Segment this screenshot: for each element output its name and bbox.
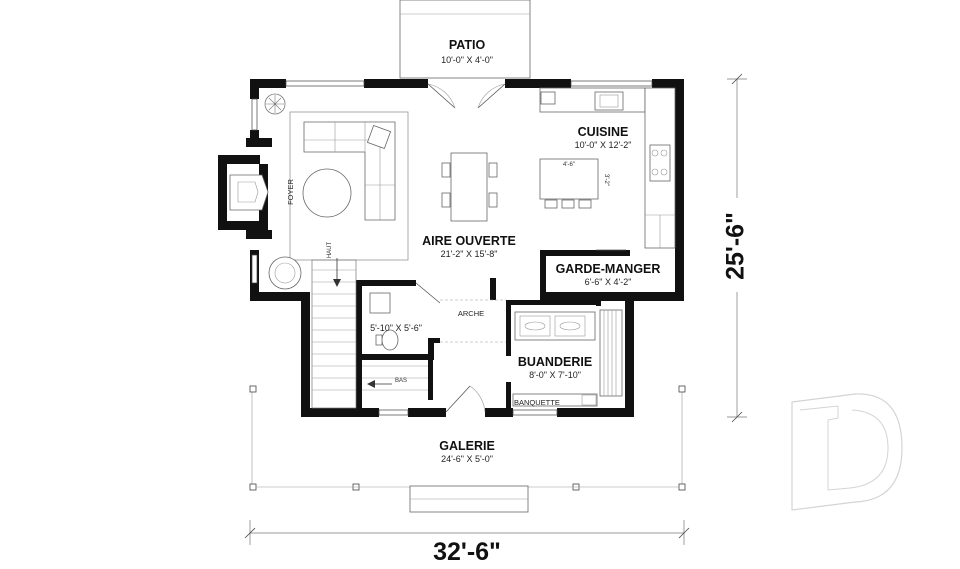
room-dims-bathroom: 5'-10" X 5'-6": [370, 323, 422, 333]
room-dims-cuisine: 10'-0" X 12'-2": [575, 140, 632, 150]
island-width-label: 4'-6": [563, 162, 575, 168]
room-dims-patio: 10'-0" X 4'-0": [441, 55, 493, 65]
room-name-buanderie: BUANDERIE: [518, 355, 592, 369]
haut-label: HAUT: [327, 242, 333, 259]
room-dims-galerie: 24'-6" X 5'-0": [441, 454, 493, 464]
arch-opening: ARCHE: [440, 299, 506, 343]
banquette-label: BANQUETTE: [514, 398, 560, 407]
laundry-fixtures: BANQUETTE: [512, 309, 623, 407]
overall-depth-dimension: 25'-6": [715, 73, 750, 423]
stairs: HAUT BAS: [311, 242, 428, 409]
room-name-patio: PATIO: [449, 38, 486, 52]
room-dims-garde-manger: 6'-6" X 4'-2": [585, 277, 632, 287]
foyer-label: FOYER: [286, 179, 295, 205]
room-name-galerie: GALERIE: [439, 439, 495, 453]
room-dims-buanderie: 8'-0" X 7'-10": [529, 370, 581, 380]
room-name-aire-ouverte: AIRE OUVERTE: [422, 234, 516, 248]
overall-width-label: 32'-6": [433, 538, 501, 566]
living-furniture: FOYER: [229, 93, 409, 290]
patio-area: PATIO 10'-0" X 4'-0": [399, 0, 531, 79]
overall-width-dimension: 32'-6": [244, 520, 690, 566]
room-name-cuisine: CUISINE: [578, 125, 629, 139]
overall-depth-label: 25'-6": [722, 212, 750, 280]
interior-walls: [356, 250, 630, 408]
bathroom-fixtures: 5'-10" X 5'-6": [369, 292, 422, 351]
dining-furniture: [441, 152, 498, 222]
room-name-garde-manger: GARDE-MANGER: [556, 262, 661, 276]
galerie-porch: GALERIE 24'-6" X 5'-0": [249, 385, 686, 513]
room-dims-aire-ouverte: 21'-2" X 15'-8": [441, 249, 498, 259]
kitchen-fixtures: 4'-6" 3'-2": [539, 87, 676, 249]
island-depth-label: 3'-2": [603, 174, 609, 186]
doors: [415, 83, 626, 413]
arche-label: ARCHE: [458, 309, 484, 318]
bas-label: BAS: [395, 378, 407, 384]
exterior-walls: [218, 79, 684, 417]
room-labels: CUISINE 10'-0" X 12'-2" AIRE OUVERTE 21'…: [422, 125, 660, 380]
letter-d-logo-icon: [791, 393, 903, 511]
